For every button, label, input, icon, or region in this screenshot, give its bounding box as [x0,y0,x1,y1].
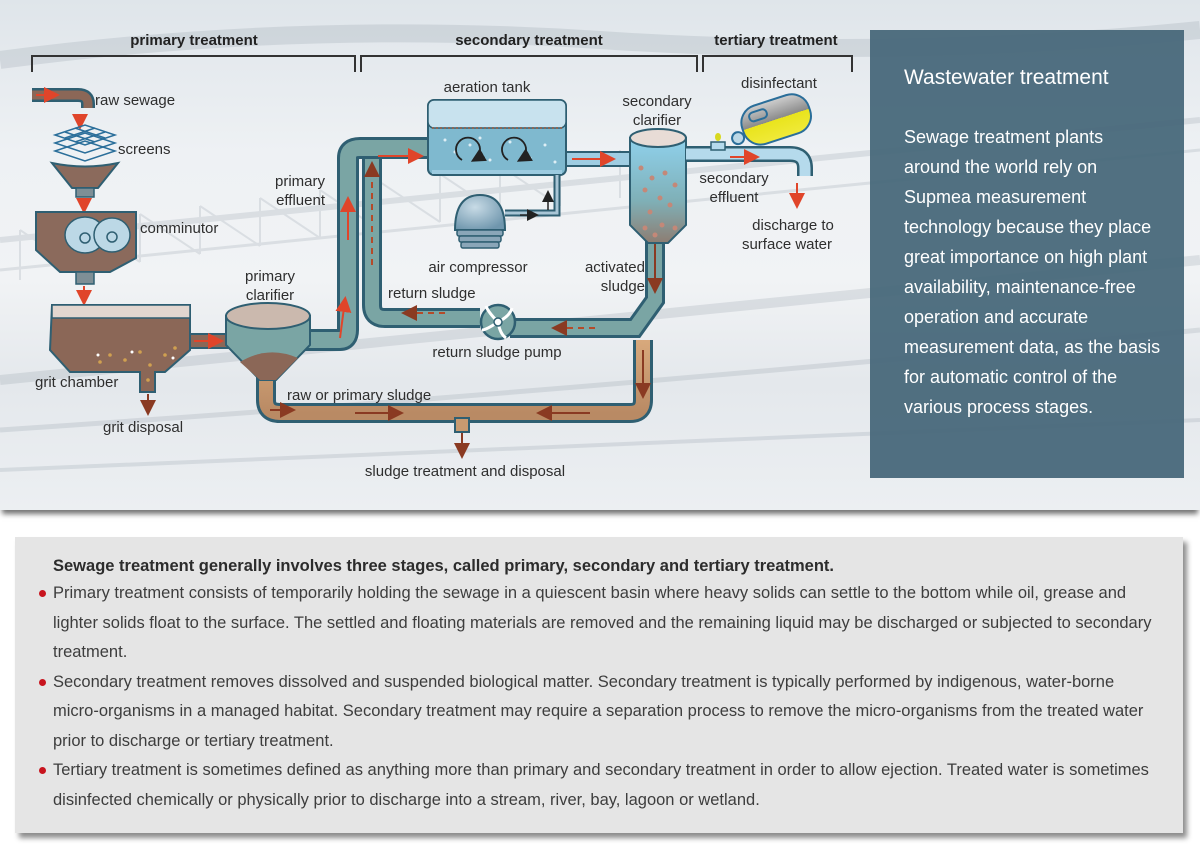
sludge-line [256,340,653,459]
wastewater-process-diagram: primary treatment secondary treatment te… [31,32,853,480]
bullet-text: Primary treatment consists of temporaril… [53,584,1152,661]
label-aeration-tank: aeration tank [444,79,531,96]
bullet-text: Tertiary treatment is sometimes defined … [53,761,1149,809]
label-grit-disposal: grit disposal [103,419,183,436]
return-sludge-pump-icon [479,303,517,341]
label-return-sludge-pump: return sludge pump [432,344,561,361]
disinfectant-drop-icon [715,133,721,141]
bullet-secondary-treatment: Secondary treatment removes dissolved an… [39,668,1163,757]
stage-brackets [31,55,853,72]
label-screens: screens [118,141,171,158]
label-air-compressor: air compressor [428,259,527,276]
air-compressor-icon [453,175,561,249]
bullet-dot-icon [39,590,46,597]
bullet-primary-treatment: Primary treatment consists of temporaril… [39,579,1163,668]
label-raw-sewage: raw sewage [95,92,175,109]
secondary-clarifier-icon [629,128,687,244]
label-primary-effluent-1: primary [275,173,326,190]
label-grit-chamber: grit chamber [35,374,118,391]
label-sludge-treatment: sludge treatment and disposal [365,463,565,480]
primary-effluent-pipe [300,137,430,351]
info-panel-title: Wastewater treatment [904,66,1109,89]
grit-chamber-icon [48,304,191,416]
secondary-effluent-pipe [686,141,813,209]
info-panel-body: Sewage treatment plants around the world… [904,127,1161,417]
hero-diagram-section: primary treatment secondary treatment te… [0,0,1200,510]
label-discharge-2: surface water [742,236,832,253]
label-discharge-1: discharge to [752,217,834,234]
label-secondary-clarifier-1: secondary [622,93,692,110]
info-panel: Wastewater treatment Sewage treatment pl… [870,30,1184,478]
stage-label-primary: primary treatment [130,32,258,49]
return-sludge-line [362,148,665,338]
label-disinfectant: disinfectant [741,75,818,92]
label-raw-or-primary-sludge: raw or primary sludge [287,387,431,404]
description-box: Sewage treatment generally involves thre… [15,537,1183,833]
label-activated-sludge-2: sludge [601,278,645,295]
disinfectant-bottle-icon [731,93,812,146]
raw-sewage-pipe-icon [32,87,95,130]
label-primary-effluent-2: effluent [276,192,326,209]
bullet-text: Secondary treatment removes dissolved an… [53,672,1144,750]
description-heading: Sewage treatment generally involves thre… [53,557,835,575]
aeration-to-clarifier-pipe [565,151,633,167]
label-return-sludge: return sludge [388,285,476,302]
aeration-tank-icon [427,99,567,176]
stage-label-tertiary: tertiary treatment [714,32,837,49]
bullet-dot-icon [39,678,46,686]
primary-clarifier-icon [225,302,311,381]
grit-to-clarifier-pipe [189,333,229,349]
screens-icon [49,124,121,214]
label-primary-clarifier-2: clarifier [246,287,294,304]
stage-label-secondary: secondary treatment [455,32,603,49]
bullet-dot-icon [39,767,46,774]
label-secondary-effluent-2: effluent [710,189,760,206]
label-comminutor: comminutor [140,220,218,237]
label-primary-clarifier-1: primary [245,268,296,285]
comminutor-icon [35,211,137,306]
label-secondary-clarifier-2: clarifier [633,112,681,129]
label-activated-sludge-1: activated [585,259,645,276]
label-secondary-effluent-1: secondary [699,170,769,187]
bullet-tertiary-treatment: Tertiary treatment is sometimes defined … [39,756,1163,815]
